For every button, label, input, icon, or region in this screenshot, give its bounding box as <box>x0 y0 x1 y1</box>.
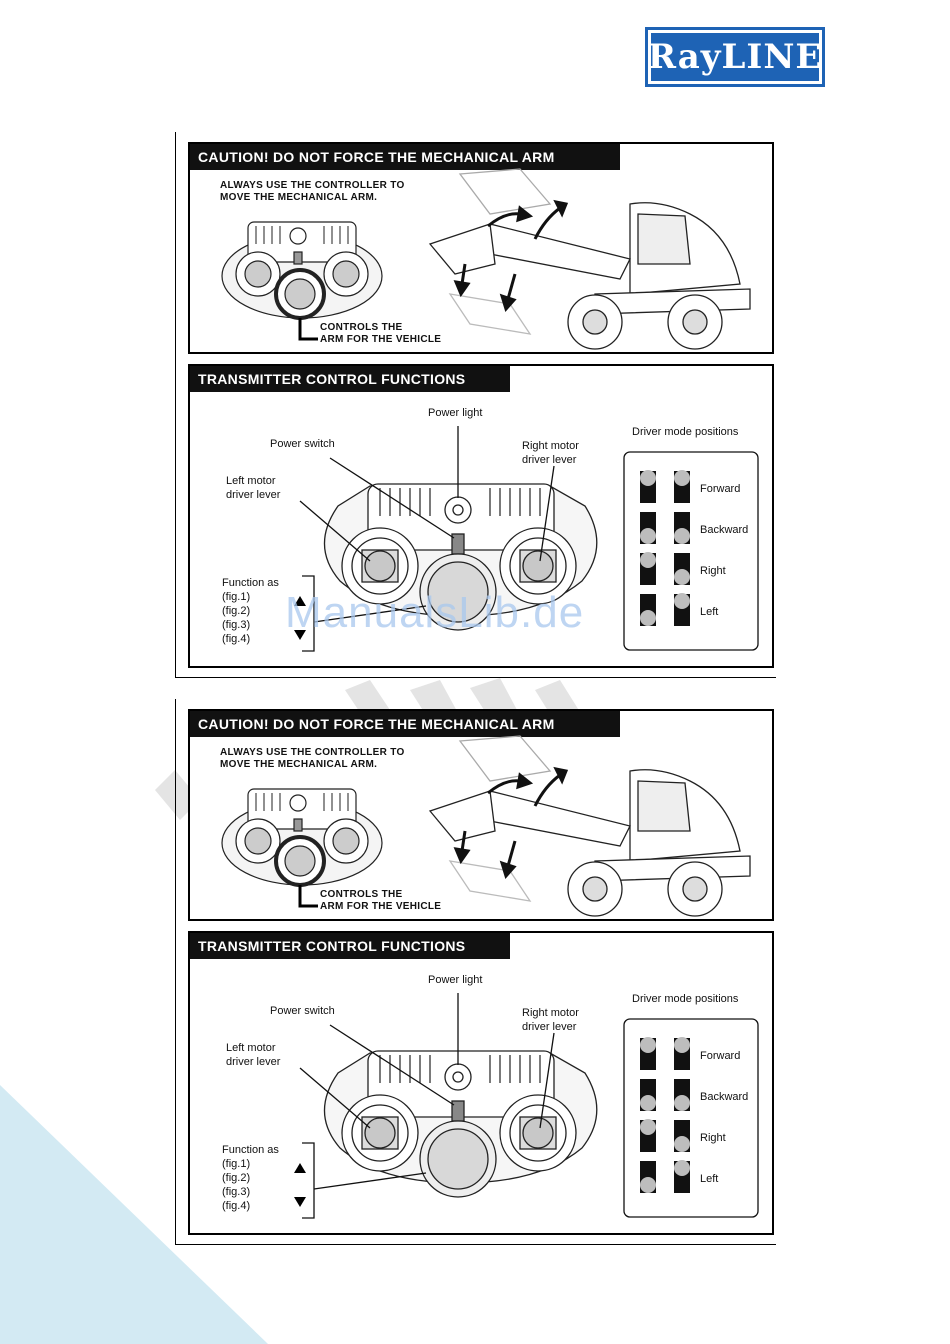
driver-mode-panel <box>623 451 759 651</box>
left-lever-label-2: driver lever <box>226 1056 281 1068</box>
fig-1-label: (fig.1) <box>222 591 251 603</box>
arm-callout-line-2: ARM FOR THE VEHICLE <box>320 334 442 345</box>
mode-backward-label: Backward <box>700 524 749 536</box>
fig-2-label: (fig.2) <box>222 605 251 617</box>
transmitter-drawing <box>323 1050 598 1198</box>
power-light-label: Power light <box>428 407 483 419</box>
fig-2-label: (fig.2) <box>222 1172 251 1184</box>
power-switch-label: Power switch <box>270 1005 335 1017</box>
right-lever-label-2: driver lever <box>522 454 577 466</box>
up-triangle-icon <box>294 1163 306 1173</box>
controller-small-drawing <box>221 788 383 887</box>
function-as-label: Function as <box>222 1144 279 1156</box>
driver-modes-title: Driver mode positions <box>632 993 739 1005</box>
callout-lines <box>299 993 555 1219</box>
fig-3-label: (fig.3) <box>222 1186 251 1198</box>
transmitter-box: TRANSMITTER CONTROL FUNCTIONS <box>188 931 774 1235</box>
transmitter-box: TRANSMITTER CONTROL FUNCTIONS <box>188 364 774 668</box>
caution-title: CAUTION! DO NOT FORCE THE MECHANICAL ARM <box>190 711 620 737</box>
watermark: ManualsLib.de <box>285 588 585 637</box>
power-switch-label: Power switch <box>270 438 335 450</box>
right-lever-label-1: Right motor <box>522 1007 579 1019</box>
mode-backward-label: Backward <box>700 1091 749 1103</box>
controller-small-drawing <box>221 221 383 320</box>
caution-box: CAUTION! DO NOT FORCE THE MECHANICAL ARM <box>188 709 774 921</box>
loader-vehicle-drawing <box>428 168 751 350</box>
mode-forward-label: Forward <box>700 483 741 495</box>
mode-indicators <box>640 470 690 626</box>
instruction-line-2: MOVE THE MECHANICAL ARM. <box>220 192 378 203</box>
up-triangle-icon <box>294 596 306 606</box>
arm-callout-line-2: ARM FOR THE VEHICLE <box>320 901 442 912</box>
instruction-line-2: MOVE THE MECHANICAL ARM. <box>220 759 378 770</box>
arm-callout-line-1: CONTROLS THE <box>320 322 403 333</box>
fig-3-label: (fig.3) <box>222 619 251 631</box>
transmitter-title: TRANSMITTER CONTROL FUNCTIONS <box>190 366 510 392</box>
mode-forward-label: Forward <box>700 1050 741 1062</box>
arm-callout-line-1: CONTROLS THE <box>320 889 403 900</box>
transmitter-diagram <box>294 426 759 652</box>
mode-left-label: Left <box>700 1173 719 1185</box>
caution-box: CAUTION! DO NOT FORCE THE MECHANICAL ARM <box>188 142 774 354</box>
logo-text: RayLINE <box>648 33 821 81</box>
transmitter-diagram <box>294 993 759 1219</box>
left-lever-label-2: driver lever <box>226 489 281 501</box>
loader-vehicle-drawing <box>428 735 751 917</box>
fig-4-label: (fig.4) <box>222 633 251 645</box>
function-as-label: Function as <box>222 577 279 589</box>
mode-right-label: Right <box>700 565 726 577</box>
driver-mode-panel <box>623 1018 759 1218</box>
down-triangle-icon <box>294 1197 306 1207</box>
right-lever-label-1: Right motor <box>522 440 579 452</box>
down-triangle-icon <box>294 630 306 640</box>
arm-movement-arrows <box>453 199 569 312</box>
callout-lines <box>299 426 555 652</box>
transmitter-title: TRANSMITTER CONTROL FUNCTIONS <box>190 933 510 959</box>
transmitter-drawing <box>323 483 598 631</box>
driver-modes-title: Driver mode positions <box>632 426 739 438</box>
mode-left-label: Left <box>700 606 719 618</box>
arm-movement-arrows <box>453 766 569 879</box>
fig-1-label: (fig.1) <box>222 1158 251 1170</box>
left-lever-label-1: Left motor <box>226 1042 276 1054</box>
fig-4-label: (fig.4) <box>222 1200 251 1212</box>
caution-illustration <box>221 735 751 917</box>
mode-right-label: Right <box>700 1132 726 1144</box>
caution-title: CAUTION! DO NOT FORCE THE MECHANICAL ARM <box>190 144 620 170</box>
caution-illustration <box>221 168 751 350</box>
instruction-line-1: ALWAYS USE THE CONTROLLER TO <box>220 747 405 758</box>
right-lever-label-2: driver lever <box>522 1021 577 1033</box>
manual-sheet-2: CAUTION! DO NOT FORCE THE MECHANICAL ARM <box>175 699 776 1245</box>
mode-indicators <box>640 1037 690 1193</box>
rayline-logo: RayLINE <box>645 27 825 87</box>
left-lever-label-1: Left motor <box>226 475 276 487</box>
manual-sheet-1: CAUTION! DO NOT FORCE THE MECHANICAL ARM <box>175 132 776 678</box>
power-light-label: Power light <box>428 974 483 986</box>
instruction-line-1: ALWAYS USE THE CONTROLLER TO <box>220 180 405 191</box>
